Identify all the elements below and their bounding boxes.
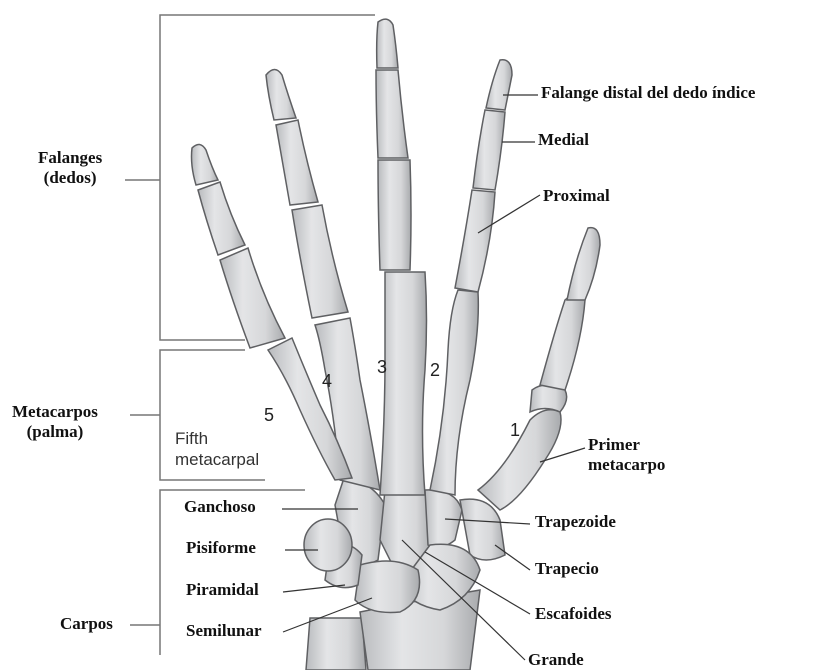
- middle-finger-bones: [376, 19, 427, 495]
- finger-number-4: 4: [322, 371, 332, 392]
- pisiform-label: Pisiforme: [186, 538, 256, 558]
- phalanges-label-line1: Falanges: [38, 148, 102, 168]
- first-metacarpal-label: Primer metacarpo: [588, 435, 665, 475]
- finger-number-5: 5: [264, 405, 274, 426]
- triquetrum-label: Piramidal: [186, 580, 259, 600]
- carpals-label: Carpos: [60, 614, 113, 634]
- lunate-label: Semilunar: [186, 621, 262, 641]
- hamate-label: Ganchoso: [184, 497, 256, 517]
- medial-phalanx-label: Medial: [538, 130, 589, 150]
- capitate-label: Grande: [528, 650, 584, 670]
- metacarpals-label-line2: (palma): [12, 422, 98, 442]
- fifth-metacarpal-label: Fifth metacarpal: [175, 428, 259, 470]
- metacarpals-label-line1: Metacarpos: [12, 402, 98, 422]
- distal-phalanx-label: Falange distal del dedo índice: [541, 83, 755, 103]
- phalanges-label: Falanges (dedos): [38, 148, 102, 188]
- finger-number-2: 2: [430, 360, 440, 381]
- triquetrum-leader: [283, 585, 345, 592]
- phalanges-bracket: [160, 15, 375, 340]
- first-metacarpal-label-line2: metacarpo: [588, 455, 665, 475]
- trapezium-label: Trapecio: [535, 559, 599, 579]
- proximal-phalanx-label: Proximal: [543, 186, 610, 206]
- trapezoid-label: Trapezoide: [535, 512, 616, 532]
- index-finger-bones: [430, 60, 512, 495]
- first-metacarpal-label-line1: Primer: [588, 435, 665, 455]
- metacarpals-label: Metacarpos (palma): [12, 402, 98, 442]
- scaphoid-label: Escafoides: [535, 604, 612, 624]
- phalanges-label-line2: (dedos): [38, 168, 102, 188]
- finger-number-3: 3: [377, 357, 387, 378]
- fifth-metacarpal-label-line1: Fifth: [175, 428, 259, 449]
- fifth-metacarpal-label-line2: metacarpal: [175, 449, 259, 470]
- thumb-bones: [478, 228, 600, 510]
- finger-number-1: 1: [510, 420, 520, 441]
